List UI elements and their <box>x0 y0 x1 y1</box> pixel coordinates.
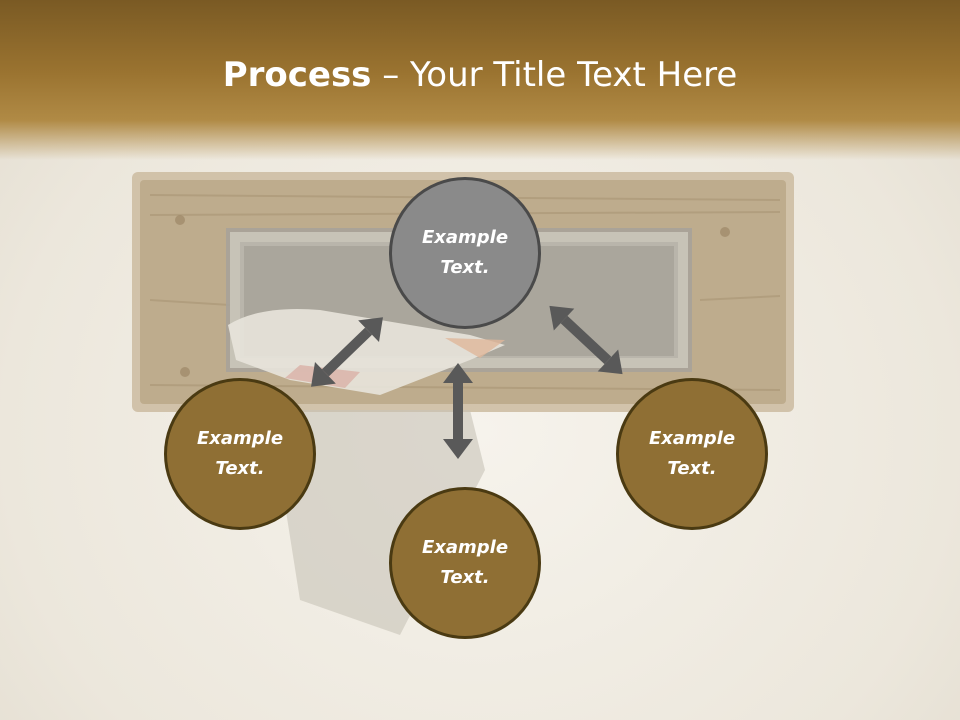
arrow-top-right <box>549 305 623 375</box>
node-bottom: Example Text. <box>389 487 541 639</box>
node-top: Example Text. <box>389 177 541 329</box>
title-bold: Process <box>222 55 372 95</box>
node-left: Example Text. <box>164 378 316 530</box>
node-left-label: Example Text. <box>196 428 284 479</box>
arrow-vertical <box>443 363 473 459</box>
node-top-label: Example Text. <box>421 227 509 278</box>
slide-title: Process – Your Title Text Here <box>0 52 960 98</box>
node-right: Example Text. <box>616 378 768 530</box>
title-rest: – Your Title Text Here <box>371 55 738 95</box>
arrow-top-left <box>311 317 383 387</box>
node-right-label: Example Text. <box>648 428 736 479</box>
node-bottom-label: Example Text. <box>421 537 509 588</box>
header-band <box>0 0 960 160</box>
